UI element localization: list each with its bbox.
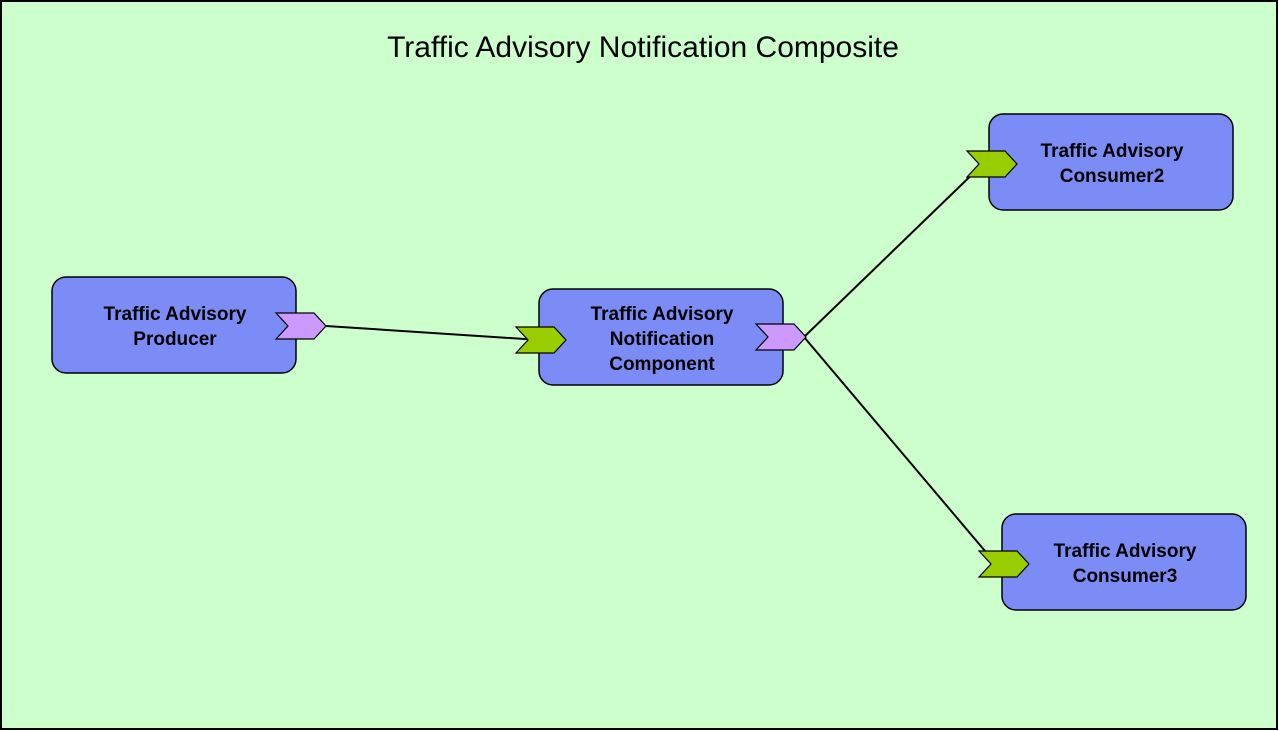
wire-notification-to-consumer3 [803, 336, 997, 565]
composite-title: Traffic Advisory Notification Composite [387, 31, 899, 64]
component-producer[interactable]: Traffic Advisory Producer [51, 276, 297, 374]
service-chevron-icon[interactable] [977, 550, 1030, 578]
component-producer-label-line-1: Traffic Advisory [104, 304, 247, 325]
component-consumer3[interactable]: Traffic Advisory Consumer3 [1001, 513, 1247, 611]
wires [325, 161, 997, 565]
service-chevron-icon[interactable] [514, 326, 567, 354]
component-producer-label-line-2: Producer [133, 329, 217, 350]
component-notification-label-line-3: Component [609, 354, 715, 375]
wire-notification-to-consumer2 [803, 161, 986, 338]
reference-chevron-icon[interactable] [274, 312, 327, 340]
component-consumer2[interactable]: Traffic Advisory Consumer2 [988, 113, 1234, 211]
component-notification-label-line-1: Traffic Advisory [591, 304, 734, 325]
component-consumer2-label-line-1: Traffic Advisory [1041, 141, 1184, 162]
component-consumer2-label-line-2: Consumer2 [1060, 166, 1165, 187]
wire-producer-to-notification [325, 325, 541, 341]
component-consumer2-box[interactable] [988, 113, 1234, 211]
component-consumer3-box[interactable] [1001, 513, 1247, 611]
reference-chevron-icon[interactable] [754, 323, 807, 351]
component-producer-box[interactable] [51, 276, 297, 374]
component-consumer3-label-line-1: Traffic Advisory [1054, 541, 1197, 562]
component-notification[interactable]: Traffic Advisory Notification Component [538, 288, 784, 386]
component-notification-label-line-2: Notification [610, 329, 715, 350]
component-consumer3-label-line-2: Consumer3 [1073, 566, 1178, 587]
service-chevron-icon[interactable] [965, 150, 1018, 178]
